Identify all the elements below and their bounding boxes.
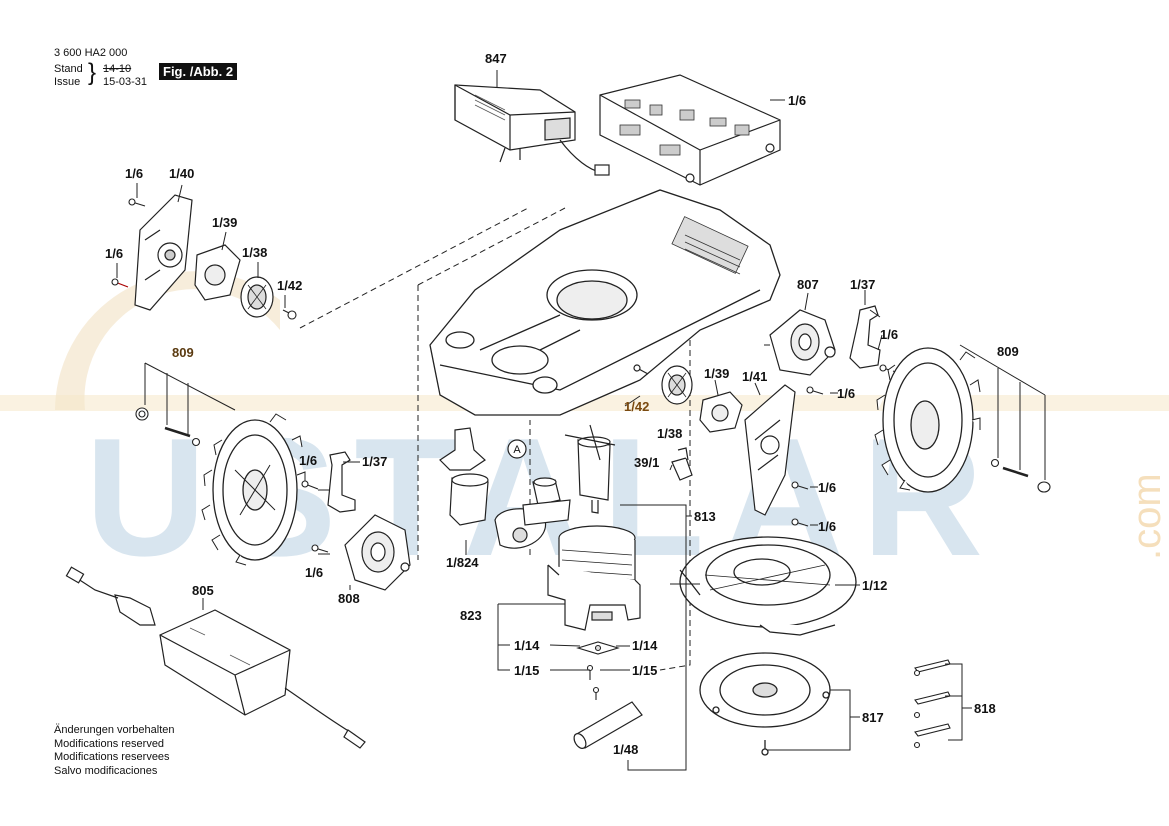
label-marker-a: A [513,444,521,456]
stand-value: 14-10 [103,63,132,75]
screw-1-42-left [282,309,297,320]
brace-icon: } [88,59,97,86]
label-1-6-board: 1/6 [788,93,806,108]
label-817: 817 [862,710,884,725]
document-number: 3 600 HA2 000 [54,47,128,59]
screws-right [791,364,897,527]
note-english: Modifications reserved [54,737,165,750]
label-1-6-mid-left: 1/6 [299,453,317,468]
motor-housing-right [744,384,796,516]
label-1-15-left: 1/15 [514,663,539,678]
note-german: Änderungen vorbehalten [54,724,175,736]
label-1-48: 1/48 [613,742,638,757]
screws-left-top [111,198,146,288]
drive-gear-right [633,364,693,405]
figure-tag: Fig. /Abb. 2 [159,63,238,80]
blade-motor [564,424,616,514]
callout-labels: 847 1/6 1/6 1/40 1/6 1/39 1/38 1/42 809 … [105,51,1019,757]
coupling-plate [576,641,620,700]
stand-label: Stand [54,63,83,75]
label-1-14-left: 1/14 [514,638,540,653]
blade-disc [699,652,831,756]
label-1-6-left: 1/6 [105,246,123,261]
bracket-1-37-left [327,451,356,513]
label-1-824: 1/824 [446,555,479,570]
chassis-housing [429,189,781,416]
label-807: 807 [797,277,819,292]
bracket-1-37-right [849,305,881,369]
label-1-6-right-lower-b: 1/6 [818,519,836,534]
blade-guard [679,536,857,636]
label-808: 808 [338,591,360,606]
bracket-809-right [959,344,1046,480]
gear-housing-right [699,391,743,433]
label-39-1: 39/1 [634,455,659,470]
label-1-6-lower-left: 1/6 [305,565,323,580]
issue-label: Issue [54,76,81,88]
label-813: 813 [694,509,716,524]
drive-gear-left [240,276,274,318]
gear-housing-left [194,244,241,301]
label-1-14-right: 1/14 [632,638,658,653]
label-1-6-top-left: 1/6 [125,166,143,181]
label-1-38-mid: 1/38 [657,426,682,441]
label-1-38-left: 1/38 [242,245,267,260]
label-1-42-left: 1/42 [277,278,302,293]
label-1-6-right: 1/6 [880,327,898,342]
battery-pack [454,84,610,176]
note-french: Modifications reservees [54,751,170,763]
label-1-37-right: 1/37 [850,277,875,292]
label-818: 818 [974,701,996,716]
wheel-right-hardware [990,458,1051,493]
power-supply [65,566,366,749]
cutting-blades [913,659,951,749]
shaft-1-48 [573,701,643,749]
label-1-40: 1/40 [169,166,194,181]
label-1-39-left: 1/39 [212,215,237,230]
label-1-15-right: 1/15 [632,663,657,678]
label-1-41: 1/41 [742,369,767,384]
wheel-right [874,347,981,493]
label-805: 805 [192,583,214,598]
label-1-39-mid: 1/39 [704,366,729,381]
marker-a-circle [507,439,527,459]
label-809-right: 809 [997,344,1019,359]
label-1-37-left: 1/37 [362,454,387,469]
drive-sensor [522,477,571,526]
gear-housing-808 [344,514,411,591]
label-823: 823 [460,608,482,623]
modification-notes: Änderungen vorbehalten Modifications res… [54,724,174,778]
control-board [599,74,781,186]
label-1-12: 1/12 [862,578,887,593]
watermark-suffix: .com [1125,473,1169,560]
connector-39-1 [671,447,693,481]
label-1-42-mid: 1/42 [624,399,649,414]
screws-left-mid [301,480,329,553]
bracket-809-left [144,362,236,435]
height-adjuster [547,525,641,631]
label-1-6-right-mid: 1/6 [837,386,855,401]
note-spanish: Salvo modificaciones [54,764,158,777]
label-847: 847 [485,51,507,66]
label-809-left: 809 [172,345,194,360]
motor-housing-left [134,194,193,311]
wheel-left-hardware [135,407,201,447]
gear-housing-807 [769,309,836,376]
sensor-holder [439,427,547,549]
label-1-6-right-lower-a: 1/6 [818,480,836,495]
leader-lines [116,70,972,771]
wheel-left [201,413,306,566]
issue-value: 15-03-31 [103,76,148,88]
